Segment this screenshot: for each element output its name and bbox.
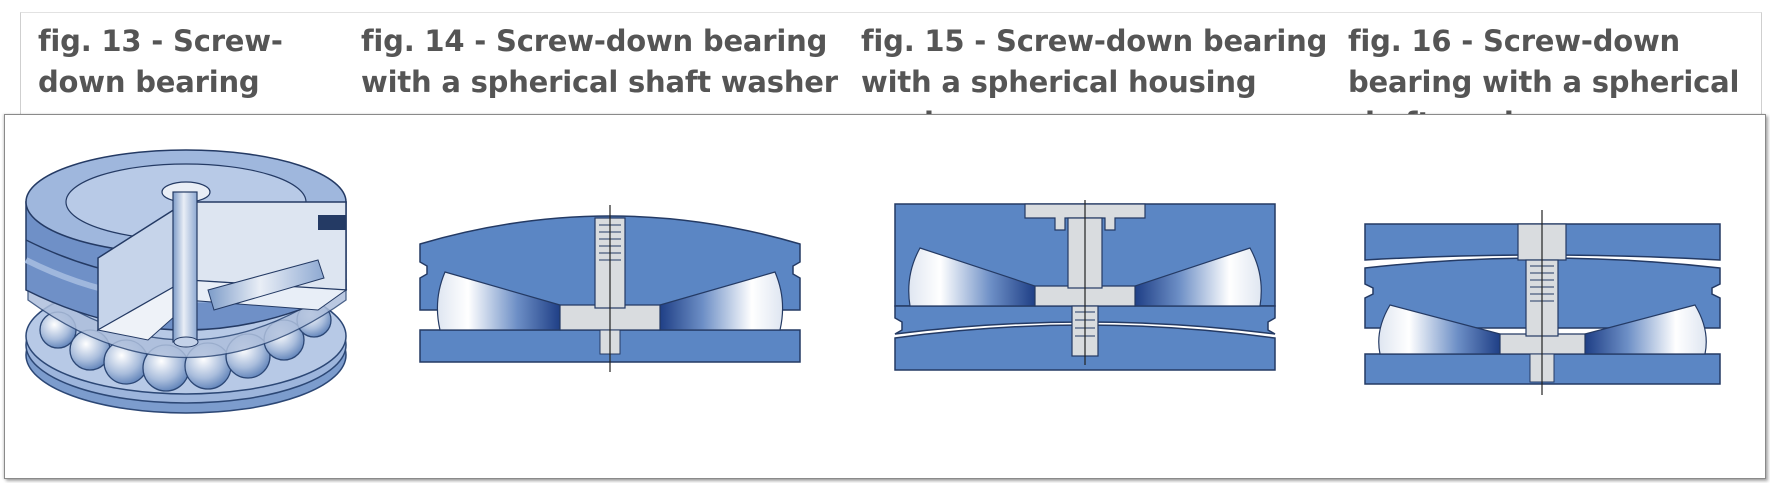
fig-13-bearing-illustration <box>24 149 348 414</box>
fig-16-section-drawing <box>1364 210 1721 395</box>
caption-row: fig. 13 - Screw-down bearing fig. 14 - S… <box>20 12 1762 140</box>
fig-15-section-drawing <box>894 200 1276 371</box>
caption-fig-15: fig. 15 - Screw-down bearing with a sphe… <box>861 24 1328 140</box>
fig-14-section-drawing <box>419 205 801 372</box>
caption-fig-14: fig. 14 - Screw-down bearing with a sphe… <box>361 24 838 99</box>
caption-fig-13: fig. 13 - Screw-down bearing <box>38 24 283 99</box>
